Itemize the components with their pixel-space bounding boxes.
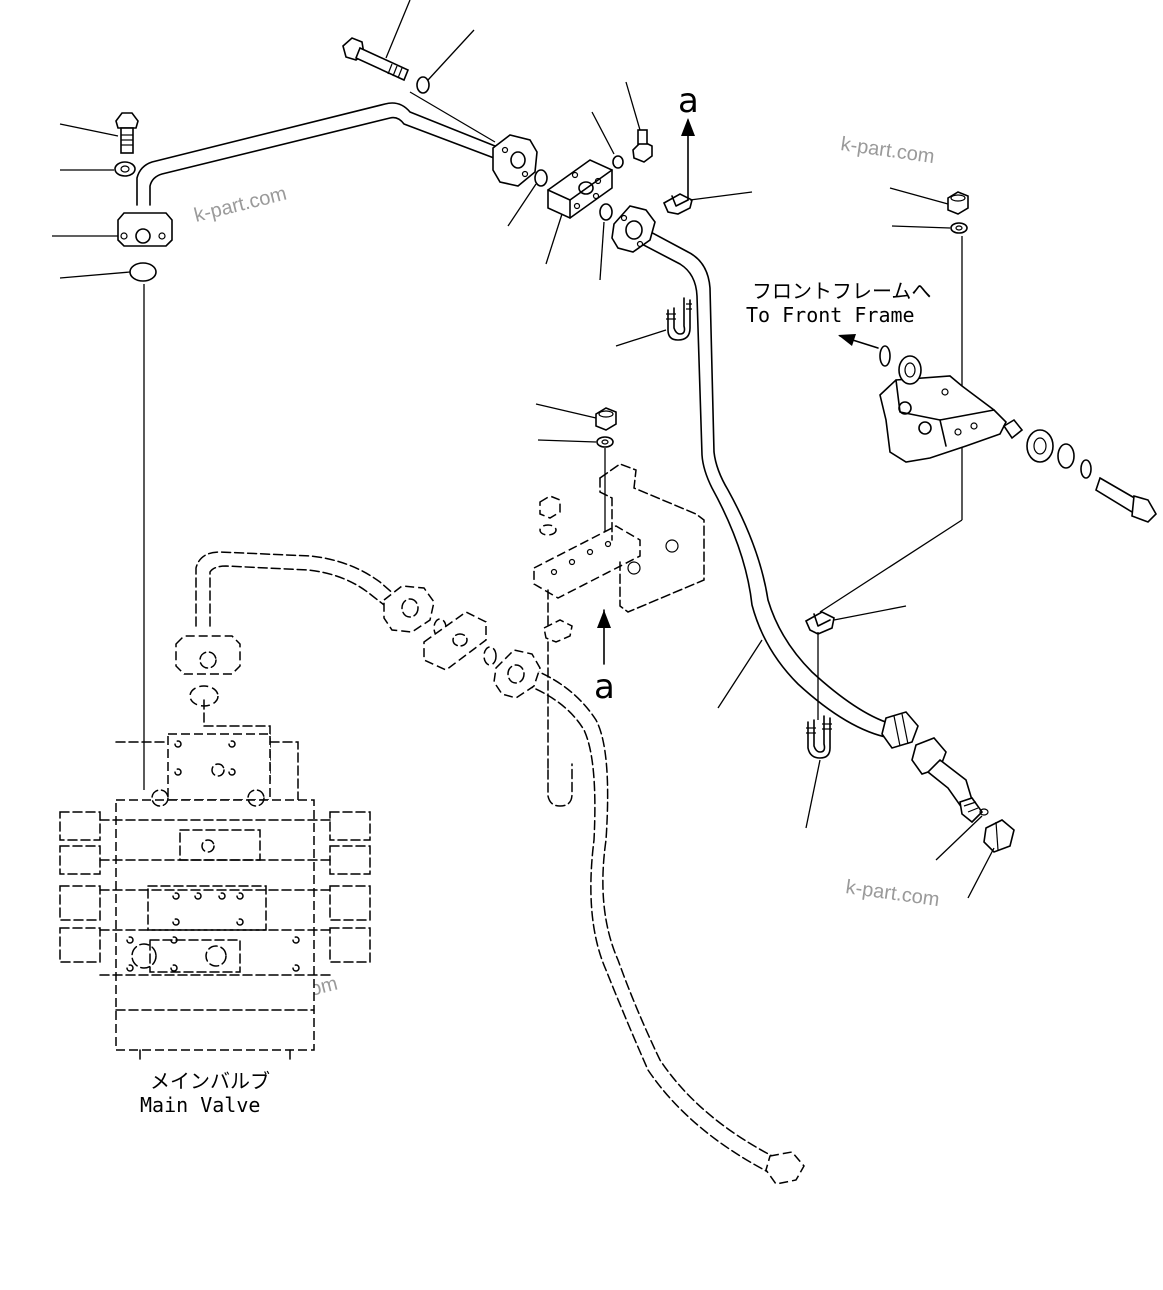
lower-flange-dashed — [383, 585, 435, 633]
upper-split-block[interactable] — [547, 159, 613, 219]
upper-left-washer[interactable] — [114, 161, 136, 177]
lower-pipe-end-dashed — [765, 1151, 805, 1185]
connector-o-ring[interactable] — [979, 808, 989, 816]
nut-middle-dashed — [539, 495, 561, 519]
front-frame-label-en: To Front Frame — [746, 303, 915, 327]
watermark-1: k-part.com — [192, 183, 289, 227]
front-frame-bracket[interactable] — [879, 375, 1007, 463]
bracket-bolt[interactable] — [1095, 476, 1157, 523]
upper-right-flange[interactable] — [492, 134, 538, 187]
cap-nut[interactable] — [983, 819, 1015, 853]
u-bolt-middle-dashed — [547, 763, 573, 807]
bracket-pin[interactable] — [1002, 418, 1024, 440]
washer-right-top[interactable] — [950, 222, 968, 234]
view-mark-top: a — [678, 81, 699, 121]
clip-lower[interactable] — [804, 611, 835, 635]
view-arrow-bottom — [597, 609, 611, 665]
lower-split-block-dashed — [423, 611, 487, 671]
upper-o-ring-2[interactable] — [599, 203, 613, 221]
front-frame-label-jp: フロントフレームへ — [752, 279, 931, 303]
hose-connector[interactable] — [911, 737, 984, 824]
middle-bracket — [533, 463, 705, 613]
u-bolt-upper[interactable] — [666, 297, 692, 341]
nut-middle[interactable] — [595, 407, 617, 431]
watermark-2: k-part.com — [839, 133, 936, 168]
lower-pipe-dashed — [195, 551, 781, 1175]
front-frame-arrow — [838, 334, 879, 349]
upper-left-flange[interactable] — [117, 212, 173, 247]
small-o-ring[interactable] — [612, 155, 624, 169]
upper-left-o-ring[interactable] — [129, 262, 157, 282]
leader-lines — [52, 0, 995, 899]
main-pipe-fitting[interactable] — [881, 711, 919, 749]
clip-upper[interactable] — [662, 193, 693, 215]
bushing-washer-3[interactable] — [1080, 459, 1092, 479]
lower-left-flange-dashed — [175, 635, 241, 675]
washer-middle[interactable] — [596, 436, 614, 448]
watermark-3: k-part.com — [844, 876, 941, 911]
upper-long-bolt[interactable] — [342, 37, 496, 143]
main-pipe-flange[interactable] — [611, 205, 656, 253]
view-mark-bottom: a — [594, 667, 615, 707]
bushing-washer-1[interactable] — [879, 345, 891, 367]
nut-right-top[interactable] — [947, 191, 969, 215]
bushing-washer-2[interactable] — [1057, 443, 1075, 469]
u-bolt-lower[interactable] — [806, 715, 832, 759]
main-valve-label-jp: メインバルブ — [150, 1069, 270, 1093]
upper-bolt-washer[interactable] — [416, 76, 430, 94]
bushing-2[interactable] — [1026, 429, 1054, 463]
lower-pipe-flange-dashed — [493, 649, 541, 699]
bushing-1[interactable] — [898, 355, 922, 385]
main-valve-label-en: Main Valve — [140, 1093, 260, 1117]
washer-middle-dashed — [539, 524, 557, 536]
main-right-pipe[interactable] — [631, 221, 896, 739]
upper-o-ring-1[interactable] — [534, 169, 548, 187]
main-valve-dashed — [59, 284, 371, 1061]
upper-left-bolt[interactable] — [115, 112, 139, 154]
view-arrow-top — [681, 118, 695, 201]
upper-pipe[interactable] — [136, 102, 501, 206]
plug-bolt[interactable] — [632, 129, 653, 163]
lower-o-ring-3-dashed — [483, 646, 497, 666]
clip-middle-dashed — [543, 619, 573, 643]
